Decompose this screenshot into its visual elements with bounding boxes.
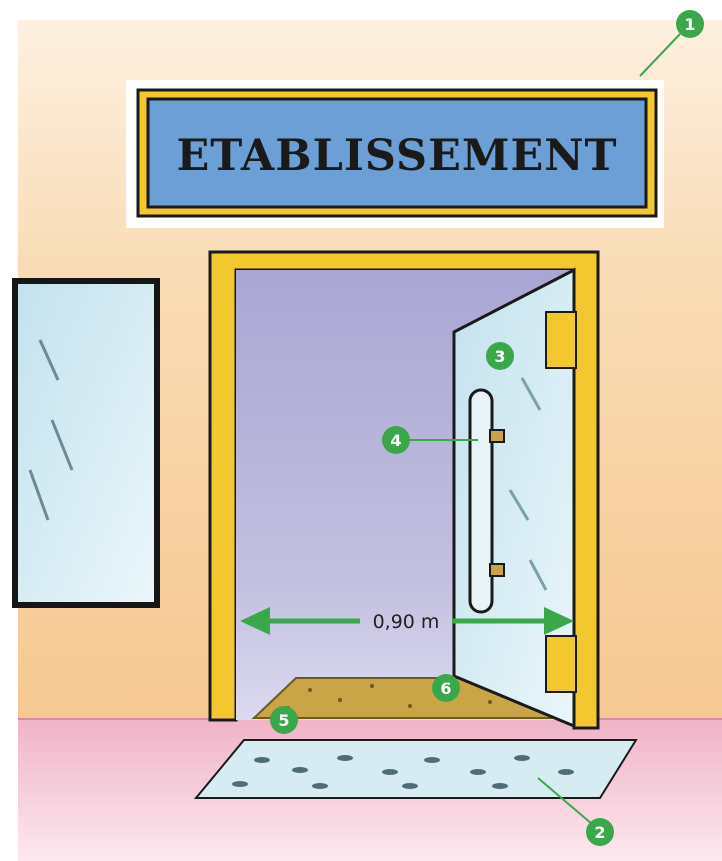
side-window (12, 278, 160, 608)
lower-hinge (546, 636, 576, 692)
marker-4: 4 (382, 426, 410, 454)
marker-5: 5 (270, 706, 298, 734)
svg-text:2: 2 (594, 823, 605, 842)
svg-text:1: 1 (684, 15, 695, 34)
measure-label: 0,90 m (373, 611, 440, 633)
upper-hinge (546, 312, 576, 368)
glass-door (454, 270, 576, 726)
marker-1: 1 (676, 10, 704, 38)
svg-text:6: 6 (440, 679, 451, 698)
marker-3: 3 (486, 342, 514, 370)
svg-text:4: 4 (390, 431, 401, 450)
sign-text: ETABLISSEMENT (176, 131, 617, 181)
marker-6: 6 (432, 674, 460, 702)
door-handle (470, 390, 492, 612)
svg-text:3: 3 (494, 347, 505, 366)
handle-upper-mount (490, 430, 504, 442)
doormat (196, 740, 636, 798)
marker-2: 2 (586, 818, 614, 846)
establishment-sign: ETABLISSEMENT (126, 80, 664, 228)
svg-text:5: 5 (278, 711, 289, 730)
handle-lower-mount (490, 564, 504, 576)
